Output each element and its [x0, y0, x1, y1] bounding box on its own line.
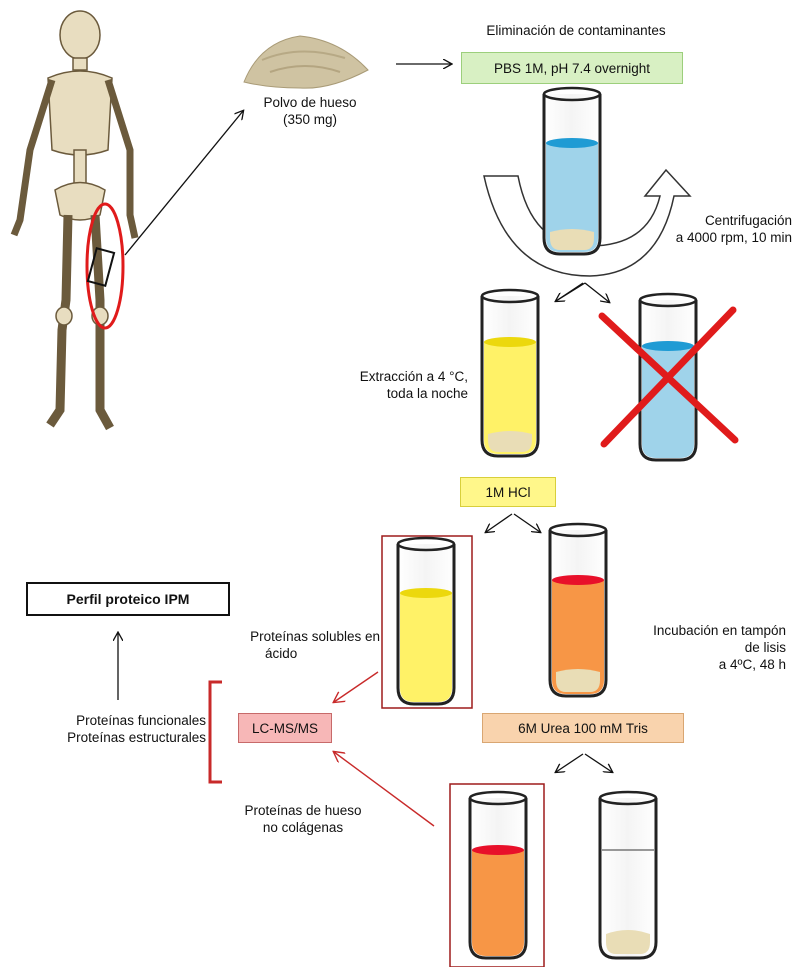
split-arrow-3-right: [585, 754, 612, 772]
tube-acid-soluble: [398, 538, 454, 704]
noncollagen-label: Proteínas de hueso no colágenas: [218, 802, 388, 836]
lcms-box: LC-MS/MS: [238, 713, 332, 743]
tube-residual: [600, 792, 656, 958]
bone-powder-pile: [244, 36, 368, 88]
tube-pbs: [544, 88, 600, 254]
removal-title: Eliminación de contaminantes: [462, 22, 690, 39]
bone-powder-line1: Polvo de hueso: [246, 94, 374, 111]
protein-profile-box: Perfil proteico IPM: [26, 582, 230, 616]
incubation-label: Incubación en tampón de lisis a 4ºC, 48 …: [604, 622, 786, 673]
functional-proteins: Proteínas funcionales: [14, 712, 206, 729]
extraction-label: Extracción a 4 °C, toda la noche: [318, 368, 468, 402]
bone-powder-label: Polvo de hueso (350 mg): [246, 94, 374, 128]
left-arm-shape: [14, 80, 52, 235]
extraction-line2: toda la noche: [318, 385, 468, 402]
sample-to-powder-arrow: [125, 111, 243, 255]
tube-extraction: [482, 290, 538, 456]
pbs-box: PBS 1M, pH 7.4 overnight: [461, 52, 683, 84]
acid-to-lcms-arrow: [334, 672, 378, 702]
protein-types-label: Proteínas funcionales Proteínas estructu…: [14, 712, 206, 746]
skull-shape: [60, 11, 100, 59]
hcl-box: 1M HCl: [460, 477, 556, 507]
centrifugation-label: Centrifugación a 4000 rpm, 10 min: [640, 212, 792, 246]
ribcage-shape: [48, 71, 112, 155]
incubation-line3: a 4ºC, 48 h: [604, 656, 786, 673]
pelvis-shape: [55, 183, 105, 221]
tube-incubation: [550, 524, 606, 696]
split-arrow-2-left: [486, 514, 512, 532]
split-arrow-1-left: [556, 283, 585, 301]
acid-soluble-label: Proteínas solubles en ácido: [208, 628, 380, 662]
split-arrow-1: [556, 283, 609, 302]
split-arrow-2-right: [514, 514, 540, 532]
centrifugation-line2: a 4000 rpm, 10 min: [640, 229, 792, 246]
extraction-line1: Extracción a 4 °C,: [318, 368, 468, 385]
incubation-line2: de lisis: [604, 639, 786, 656]
split-arrow-3-left: [556, 754, 583, 772]
bone-powder-line2: (350 mg): [246, 111, 374, 128]
left-knee-shape: [56, 307, 72, 325]
result-bracket: [210, 682, 222, 782]
noncollagen-line2: no colágenas: [218, 819, 388, 836]
urea-box: 6M Urea 100 mM Tris: [482, 713, 684, 743]
neck-shape: [73, 58, 87, 70]
acid-soluble-line2: ácido: [208, 645, 380, 662]
centrifugation-line1: Centrifugación: [640, 212, 792, 229]
right-arm-shape: [108, 80, 135, 238]
incubation-line1: Incubación en tampón: [604, 622, 786, 639]
structural-proteins: Proteínas estructurales: [14, 729, 206, 746]
acid-soluble-line1: Proteínas solubles en: [208, 628, 380, 645]
tube-noncollagen: [470, 792, 526, 958]
noncollagen-line1: Proteínas de hueso: [218, 802, 388, 819]
